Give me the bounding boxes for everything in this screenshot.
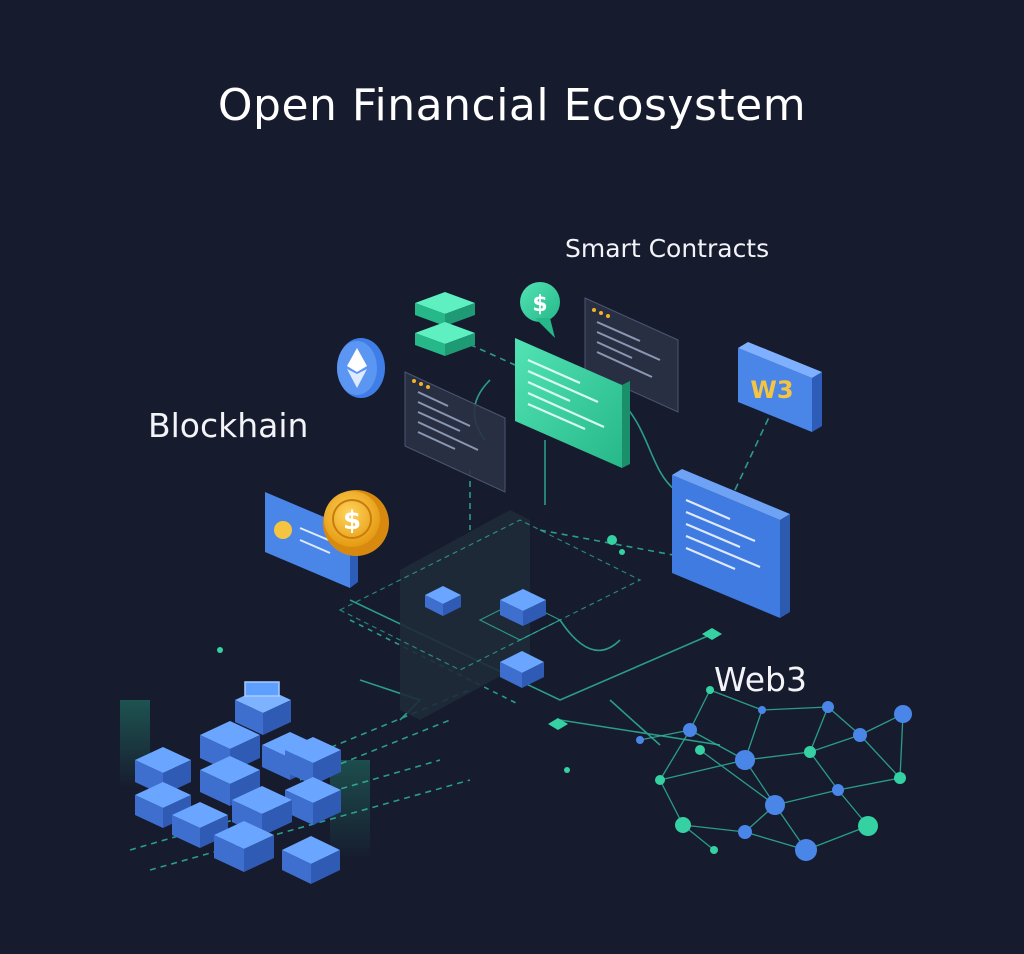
central-platform <box>338 510 642 720</box>
code-window-left <box>404 371 506 493</box>
diamond-nodes <box>548 628 722 730</box>
svg-text:$: $ <box>343 506 361 536</box>
dollar-chat-icon: $ <box>520 282 560 338</box>
page-title: Open Financial Ecosystem <box>217 80 807 131</box>
web3-badge-icon: W3 <box>738 342 822 432</box>
center-cube-2 <box>500 589 546 626</box>
blockchain-label: Blockhain <box>148 406 309 445</box>
stacked-layers-icon <box>415 292 475 356</box>
center-cube-1 <box>425 586 461 616</box>
code-window-blue <box>672 469 790 618</box>
web3-network <box>636 686 912 861</box>
ethereum-icon <box>337 338 385 398</box>
web3-label: Web3 <box>714 660 807 699</box>
connector-lines <box>129 339 771 871</box>
smart-contract-window <box>515 338 630 468</box>
code-window-top <box>584 297 679 413</box>
center-cube-3 <box>500 651 544 688</box>
svg-text:$: $ <box>532 292 547 317</box>
blockchain-cubes <box>120 681 370 884</box>
dollar-coin-icon: $ <box>323 490 389 556</box>
web3-badge-text: W3 <box>750 376 793 404</box>
smart-contracts-label: Smart Contracts <box>565 234 770 263</box>
teal-dots <box>217 535 625 773</box>
